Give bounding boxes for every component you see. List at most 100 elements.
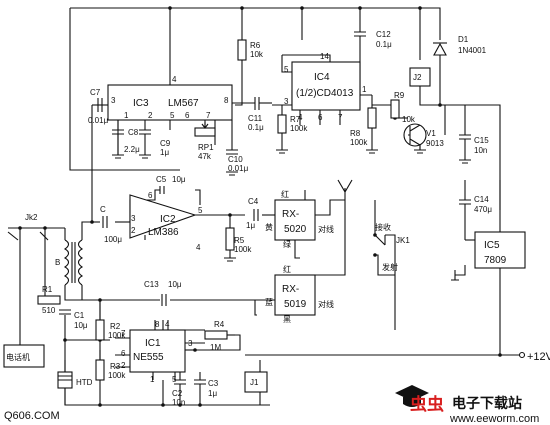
svg-text:C1: C1 (74, 311, 85, 320)
capacitor-c11: C11 0.1μ (248, 97, 264, 132)
svg-text:47k: 47k (198, 152, 212, 161)
svg-text:C14: C14 (474, 195, 489, 204)
resistor-r5: R5 100k (225, 227, 252, 254)
svg-text:LM386: LM386 (148, 227, 179, 238)
svg-text:100k: 100k (350, 138, 368, 147)
diode-d1: D1 1N4001 (433, 35, 487, 56)
svg-text:Jk2: Jk2 (25, 213, 38, 222)
svg-text:7809: 7809 (484, 255, 507, 266)
svg-text:电子下载站: 电子下载站 (452, 395, 522, 412)
junction-dots (18, 6, 502, 407)
svg-text:C12: C12 (376, 30, 391, 39)
svg-text:R3: R3 (110, 362, 121, 371)
svg-text:虫虫: 虫虫 (410, 394, 444, 415)
svg-text:IC2: IC2 (160, 214, 176, 225)
svg-text:LM567: LM567 (168, 98, 199, 109)
capacitor-c8: C8 2.2μ (112, 128, 140, 154)
svg-text:红: 红 (283, 264, 291, 274)
resistor-r6: R6 10k (237, 39, 264, 61)
jack-jk2: Jk2 (7, 213, 49, 241)
svg-text:8: 8 (155, 320, 160, 329)
transistor-v1: V1 9013 (403, 123, 444, 148)
capacitor-c13: C13 10μ (144, 280, 182, 306)
svg-text:1μ: 1μ (246, 221, 255, 230)
watermark: Q606.COM 虫虫 电子下载站 www.eeworm.com (4, 385, 539, 425)
svg-text:R8: R8 (350, 129, 361, 138)
ic3-lm567: IC3 LM567 4 3 8 1 2 5 6 7 (107, 75, 233, 121)
svg-text:100μ: 100μ (104, 235, 122, 244)
svg-text:IC3: IC3 (133, 98, 149, 109)
svg-text:蓝: 蓝 (265, 297, 273, 307)
svg-text:2: 2 (148, 111, 153, 120)
svg-text:绿: 绿 (283, 240, 291, 249)
svg-text:8: 8 (224, 96, 229, 105)
svg-text:C5: C5 (156, 175, 167, 184)
svg-text:R2: R2 (110, 322, 121, 331)
svg-text:0.01μ: 0.01μ (88, 116, 109, 125)
svg-text:0.1μ: 0.1μ (248, 123, 264, 132)
svg-text:接收: 接收 (375, 222, 391, 232)
rx-5019-module: RX- 5019 红 蓝 黑 对线 (265, 264, 334, 324)
svg-text:R4: R4 (214, 320, 225, 329)
svg-text:R9: R9 (394, 91, 405, 100)
svg-text:C15: C15 (474, 136, 489, 145)
ic5-7809: IC5 7809 (474, 231, 526, 269)
svg-text:10n: 10n (172, 398, 185, 407)
svg-text:C7: C7 (90, 88, 101, 97)
svg-text:1: 1 (124, 111, 129, 120)
svg-text:1μ: 1μ (160, 148, 169, 157)
svg-text:D1: D1 (458, 35, 469, 44)
svg-text:5: 5 (170, 111, 175, 120)
svg-text:3: 3 (111, 96, 116, 105)
telephone-block: 电话机 (3, 344, 45, 368)
svg-text:C10: C10 (228, 155, 243, 164)
buzzer-htd: HTD (57, 371, 93, 389)
capacitors: C7 0.01μ C8 2.2μ C9 1μ C10 0.01μ C11 0.1… (59, 30, 492, 407)
svg-text:RP1: RP1 (198, 143, 214, 152)
svg-text:2: 2 (121, 361, 126, 370)
svg-text:510: 510 (42, 306, 56, 315)
svg-text:6: 6 (121, 349, 126, 358)
capacitor-c5: C5 10μ (156, 175, 186, 194)
svg-text:C: C (100, 205, 106, 214)
svg-text:C9: C9 (160, 139, 171, 148)
resistor-r3: R3 100k (95, 359, 126, 381)
svg-text:10k: 10k (250, 50, 264, 59)
svg-text:5020: 5020 (284, 224, 307, 235)
svg-text:4: 4 (196, 243, 201, 252)
svg-text:对线: 对线 (318, 299, 334, 309)
svg-text:C3: C3 (208, 379, 219, 388)
svg-text:100k: 100k (108, 371, 126, 380)
svg-text:V1: V1 (426, 129, 436, 138)
rx-5020-module: RX- 5020 红 黄 绿 对线 (265, 189, 334, 249)
svg-text:C2: C2 (172, 389, 183, 398)
svg-text:Q606.COM: Q606.COM (4, 410, 60, 422)
svg-text:IC1: IC1 (145, 338, 161, 349)
svg-text:1N4001: 1N4001 (458, 46, 487, 55)
resistors: R6 10k R7 100k R8 100k R9 10k R5 100k R1… (37, 39, 416, 381)
svg-text:100k: 100k (290, 124, 308, 133)
ic4-cd4013: IC4 (1/2)CD4013 14 5 3 1 4 6 7 (284, 52, 367, 125)
svg-text:9013: 9013 (426, 139, 444, 148)
resistor-r1: R1 510 (37, 285, 61, 315)
svg-text:RX-: RX- (282, 209, 299, 220)
svg-text:2: 2 (131, 226, 136, 235)
svg-text:对线: 对线 (318, 224, 334, 234)
svg-text:0.1μ: 0.1μ (376, 40, 392, 49)
svg-text:10n: 10n (474, 146, 487, 155)
svg-text:5: 5 (198, 206, 203, 215)
svg-text:2.2μ: 2.2μ (124, 145, 140, 154)
wiring (8, 7, 520, 406)
svg-text:4: 4 (172, 75, 177, 84)
svg-text:IC5: IC5 (484, 240, 500, 251)
svg-text:RX-: RX- (282, 284, 299, 295)
svg-text:R1: R1 (42, 285, 53, 294)
svg-text:1M: 1M (210, 343, 221, 352)
svg-text:3: 3 (131, 214, 136, 223)
svg-text:www.eeworm.com: www.eeworm.com (449, 413, 539, 425)
svg-text:0.01μ: 0.01μ (228, 164, 249, 173)
svg-text:1: 1 (362, 85, 367, 94)
ic1-ne555: IC1 NE555 8 4 7 6 2 3 1 5 (115, 320, 205, 384)
svg-text:发射: 发射 (382, 262, 398, 272)
svg-text:JK1: JK1 (396, 236, 410, 245)
